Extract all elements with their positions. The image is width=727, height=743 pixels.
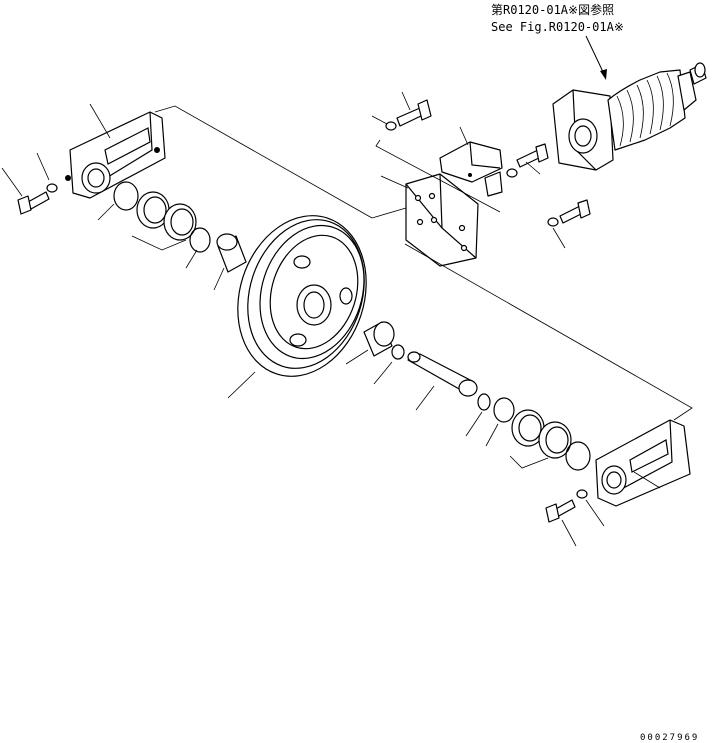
o-ring-right-2: [465, 393, 515, 447]
o-ring-left-2: [185, 227, 211, 269]
floating-seal-right: [509, 409, 572, 469]
reference-text-en: See Fig.R0120-01A※: [491, 20, 624, 34]
o-ring-left: [97, 181, 139, 221]
bolt-mid-right: [506, 143, 549, 178]
idler-shaft: [407, 351, 478, 411]
bolt-bottom-right: [545, 489, 605, 547]
idler-wheel: [227, 215, 367, 399]
document-number: 00027969: [640, 733, 699, 743]
bolt-top: [371, 91, 432, 131]
o-ring-right-3: [565, 441, 591, 471]
floating-seal-left: [131, 191, 197, 251]
bolt-lower-right: [547, 199, 591, 249]
reference-text-jp: 第R0120-01A※図参照: [491, 2, 614, 17]
bushing-right: [345, 321, 395, 365]
assembly-lines: [154, 105, 693, 421]
yoke-right: [595, 419, 691, 507]
bushing-left: [213, 233, 247, 291]
o-ring-right: [373, 344, 405, 385]
guard-bracket: [439, 126, 503, 197]
bolt-left: [1, 152, 58, 215]
recoil-spring-assembly: [552, 62, 707, 171]
reference-arrow: [585, 35, 607, 80]
yoke-left: [65, 103, 166, 199]
mounting-block: [380, 173, 479, 267]
